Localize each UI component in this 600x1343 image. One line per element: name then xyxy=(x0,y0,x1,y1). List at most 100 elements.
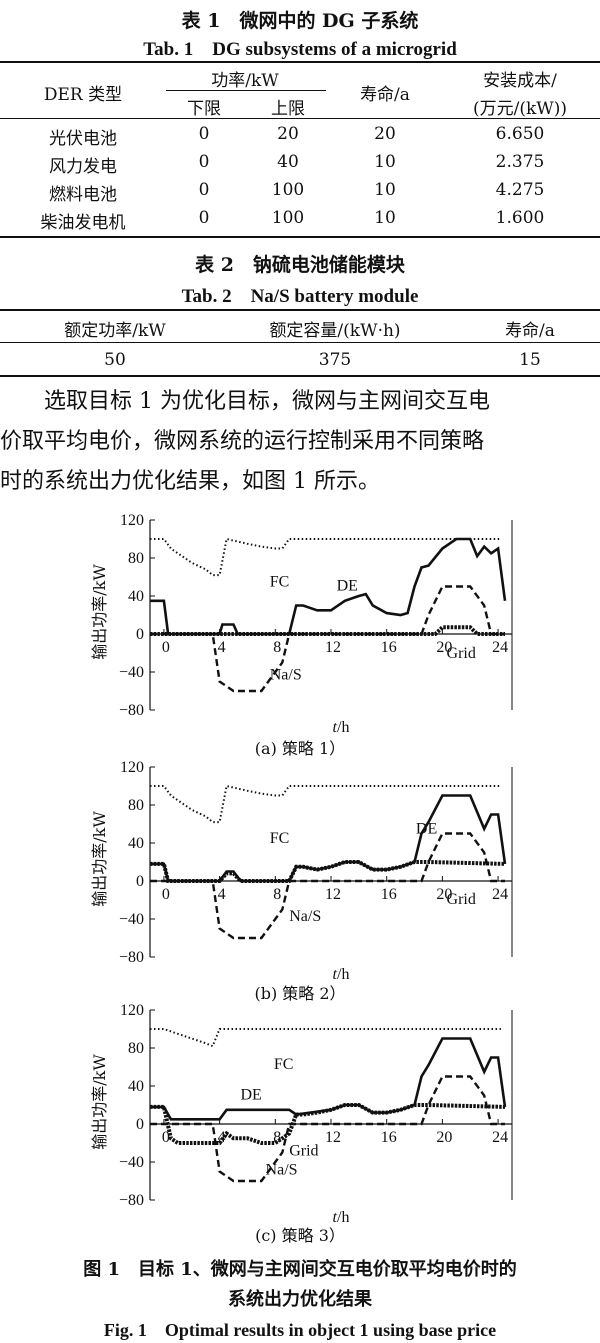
y-tick-label: 0 xyxy=(136,1116,144,1133)
table2-title-en: Tab. 2 Na/S battery module xyxy=(181,286,419,307)
table1-header-rule xyxy=(0,118,600,119)
series-label: Na/S xyxy=(270,667,302,684)
y-tick-label: −80 xyxy=(119,1192,144,1209)
y-tick-label: 0 xyxy=(136,626,144,643)
x-tick-label: 24 xyxy=(492,1129,508,1146)
x-tick-label: 8 xyxy=(273,886,281,903)
de-series-line xyxy=(150,794,507,883)
series-label: DE xyxy=(416,821,437,838)
header-lower: 下限 xyxy=(187,99,221,119)
table2-top-rule xyxy=(0,309,600,311)
table1-cell: 2.375 xyxy=(495,152,545,172)
x-tick-label: 12 xyxy=(325,639,341,656)
x-tick-label: 16 xyxy=(381,1129,397,1146)
header-cost-line2: (万元/(kW)) xyxy=(472,99,568,119)
table2-header-rule xyxy=(0,342,600,343)
table1-row-label: 风力发电 xyxy=(49,157,117,177)
table1-cell: 20 xyxy=(277,124,299,144)
x-tick-label: 0 xyxy=(162,886,170,903)
paragraph-line: 价取平均电价，微网系统的运行控制采用不同策略 xyxy=(0,429,485,454)
series-label: FC xyxy=(270,574,290,591)
table1-cell: 0 xyxy=(198,124,210,144)
y-tick-label: 40 xyxy=(128,588,144,605)
y-tick-label: 40 xyxy=(128,835,144,852)
chart-b-ylabel: 输出功率/kW xyxy=(89,811,109,907)
table1-bottom-rule xyxy=(0,236,600,238)
x-tick-label: 0 xyxy=(162,639,170,656)
header-cost-line1: 安装成本/ xyxy=(483,71,557,91)
chart-c-subtitle: (c) 策略 3） xyxy=(255,1226,345,1245)
series-label: Na/S xyxy=(289,908,321,925)
series-label: Na/S xyxy=(266,1161,298,1178)
chart-c-ylabel: 输出功率/kW xyxy=(89,1054,109,1150)
table1-cell: 0 xyxy=(198,152,210,172)
table1-cell: 1.600 xyxy=(495,208,545,228)
body-paragraph: 选取目标 1 为优化目标，微网与主网间交互电 价取平均电价，微网系统的运行控制采… xyxy=(0,382,600,502)
table2-bottom-rule xyxy=(0,375,600,377)
x-tick-label: 16 xyxy=(381,639,397,656)
x-tick-label: 8 xyxy=(273,639,281,656)
table1-row-label: 光伏电池 xyxy=(49,129,117,149)
y-tick-label: −40 xyxy=(119,1154,144,1171)
x-tick-label: 8 xyxy=(273,1129,281,1146)
series-label: DE xyxy=(337,577,358,594)
fc-series-line xyxy=(150,537,501,577)
chart-a-ylabel: 输出功率/kW xyxy=(89,564,109,660)
power-subheader-rule xyxy=(166,90,326,91)
header-life: 寿命/a xyxy=(360,85,410,105)
y-tick-label: −80 xyxy=(119,949,144,966)
y-tick-label: −40 xyxy=(119,664,144,681)
series-label: FC xyxy=(270,830,290,847)
fc-series-line xyxy=(150,1028,501,1048)
header-upper: 上限 xyxy=(271,99,305,119)
y-tick-label: 40 xyxy=(128,1078,144,1095)
table1-cell: 6.650 xyxy=(495,124,545,144)
grid-series-line xyxy=(150,1103,506,1145)
table1-row-label: 柴油发电机 xyxy=(40,213,126,233)
series-label: FC xyxy=(274,1056,294,1073)
de-series-line xyxy=(150,537,507,636)
x-tick-label: 20 xyxy=(436,639,452,656)
table1-cell: 40 xyxy=(277,152,299,172)
table1-cell: 100 xyxy=(271,208,305,228)
x-axis-label: t/h xyxy=(333,966,350,983)
x-tick-label: 0 xyxy=(162,1129,170,1146)
x-tick-label: 24 xyxy=(492,886,508,903)
chart-a-subtitle: (a) 策略 1） xyxy=(254,739,346,758)
y-tick-label: 80 xyxy=(128,550,144,567)
table1-cell: 4.275 xyxy=(495,180,545,200)
y-tick-label: −40 xyxy=(119,911,144,928)
table1-title-en: Tab. 1 DG subsystems of a microgrid xyxy=(143,39,457,60)
table1-cell: 10 xyxy=(374,180,396,200)
x-tick-label: 12 xyxy=(325,886,341,903)
x-tick-label: 12 xyxy=(325,1129,341,1146)
table2-title-cn: 表 2 钠硫电池储能模块 xyxy=(195,254,405,276)
t2-cell-capacity: 375 xyxy=(318,350,352,370)
header-power: 功率/kW xyxy=(211,71,279,91)
t2-header-power: 额定功率/kW xyxy=(64,321,166,341)
series-label: Grid xyxy=(447,645,476,662)
table1-cell: 10 xyxy=(374,152,396,172)
y-tick-label: 120 xyxy=(120,512,144,529)
x-tick-label: 16 xyxy=(381,886,397,903)
x-tick-label: 4 xyxy=(218,639,226,656)
x-axis-label: t/h xyxy=(333,1209,350,1226)
t2-cell-life: 15 xyxy=(519,350,541,370)
table1-cell: 0 xyxy=(198,180,210,200)
table1-cell: 20 xyxy=(374,124,396,144)
header-der-type: DER 类型 xyxy=(43,85,123,105)
figure-caption-en: Fig. 1 Optimal results in object 1 using… xyxy=(103,1320,497,1340)
x-tick-label: 4 xyxy=(218,886,226,903)
paragraph-line: 时的系统出力优化结果，如图 1 所示。 xyxy=(0,469,380,494)
t2-header-capacity: 额定容量/(kW·h) xyxy=(269,321,401,341)
fc-series-line xyxy=(150,784,501,824)
x-tick-label: 20 xyxy=(436,1129,452,1146)
table1-cell: 0 xyxy=(198,208,210,228)
t2-cell-power: 50 xyxy=(104,350,126,370)
